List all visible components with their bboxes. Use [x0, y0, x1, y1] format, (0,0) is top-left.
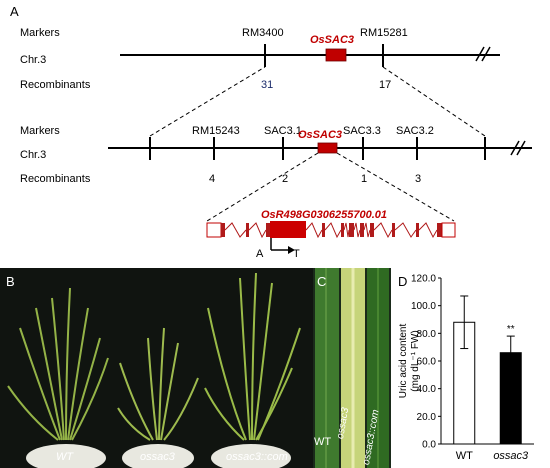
- map1-recombinant-count-2: 17: [379, 79, 392, 91]
- map1-gene-label: OsSAC3: [310, 34, 355, 46]
- x-tick-label-1: ossac3: [493, 450, 529, 462]
- map1-gene-box: [325, 48, 347, 62]
- map2-recombinant-count-4: 3: [415, 173, 422, 185]
- leaf-illustration: [315, 268, 389, 468]
- genetic-map-drawing: [108, 44, 532, 254]
- map1-chr-label: Chr.3: [20, 54, 47, 66]
- gene-structure-model: [206, 221, 456, 239]
- y-tick-label: 60.0: [417, 357, 437, 368]
- pot-wt: [26, 444, 106, 468]
- panel-b-label-ossac3: ossac3: [140, 451, 175, 463]
- zoom-line-left-1: [149, 66, 266, 137]
- panel-b-label-wt: WT: [56, 451, 74, 463]
- map1-recombinant-count-1: 31: [261, 79, 274, 91]
- mutation-arrow-head: [288, 246, 295, 254]
- panel-c-photo: C WT ossac3 ossac3::com: [313, 268, 391, 468]
- significance-marker: **: [507, 324, 515, 335]
- y-tick-label: 120.0: [411, 274, 436, 285]
- map2-recombinant-count-2: 2: [282, 173, 289, 185]
- y-tick-label: 80.0: [417, 329, 437, 340]
- map2-gene-box: [317, 142, 338, 154]
- y-axis-title-line2: (mg dL⁻¹ FW): [410, 330, 421, 391]
- map2-marker-sac3-2: SAC3.2: [396, 125, 434, 137]
- map1-chromosome-break-2: [481, 46, 491, 62]
- map2-marker-rm15243: RM15243: [192, 125, 240, 137]
- map2-markers-label: Markers: [20, 125, 60, 137]
- mutation-from-base: A: [256, 248, 264, 260]
- zoom-line-right-2: [336, 152, 455, 222]
- map2-gene-label: OsSAC3: [298, 129, 343, 141]
- map1-marker-rm3400: RM3400: [242, 27, 284, 39]
- panel-b-photo: B WT ossac3 ossac3::com: [0, 268, 313, 468]
- pot-ossac3-com: [211, 444, 291, 468]
- panel-b-label-ossac3-com: ossac3::com: [226, 451, 288, 463]
- map2-marker-sac3-1: SAC3.1: [264, 125, 302, 137]
- y-tick-label: 100.0: [411, 301, 436, 312]
- pot-ossac3: [122, 444, 194, 468]
- map2-recombinants-label: Recombinants: [20, 173, 91, 185]
- map2-chromosome-break-2: [516, 140, 526, 156]
- panel-b-letter: B: [6, 274, 15, 289]
- map2-chromosome-break-1: [510, 140, 520, 156]
- panel-d-letter: D: [398, 274, 408, 289]
- map2-recombinant-count-1: 4: [209, 173, 216, 185]
- y-tick-label: 20.0: [417, 412, 437, 423]
- map1-recombinants-label: Recombinants: [20, 79, 91, 91]
- panel-a-letter: A: [10, 4, 19, 19]
- plant-illustration: [7, 272, 301, 468]
- map1-markers-label: Markers: [20, 27, 60, 39]
- y-tick-label: 0.0: [422, 440, 436, 451]
- panel-c-letter: C: [317, 274, 327, 289]
- map1-marker-rm15281: RM15281: [360, 27, 408, 39]
- map2-recombinant-count-3: 1: [361, 173, 368, 185]
- map2-chr-label: Chr.3: [20, 149, 47, 161]
- panel-c-label-wt: WT: [314, 436, 332, 448]
- zoom-line-left-2: [206, 152, 319, 222]
- mutation-to-base: T: [293, 248, 300, 260]
- zoom-line-right-1: [382, 66, 486, 137]
- map2-marker-sac3-3: SAC3.3: [343, 125, 381, 137]
- y-axis-title-line1: Uric acid content: [398, 324, 409, 399]
- x-tick-label-0: WT: [456, 450, 473, 462]
- y-tick-label: 40.0: [417, 384, 437, 395]
- map1-chromosome-break-1: [475, 46, 485, 62]
- gene-model-id: OsR498G0306255700.01: [261, 209, 387, 221]
